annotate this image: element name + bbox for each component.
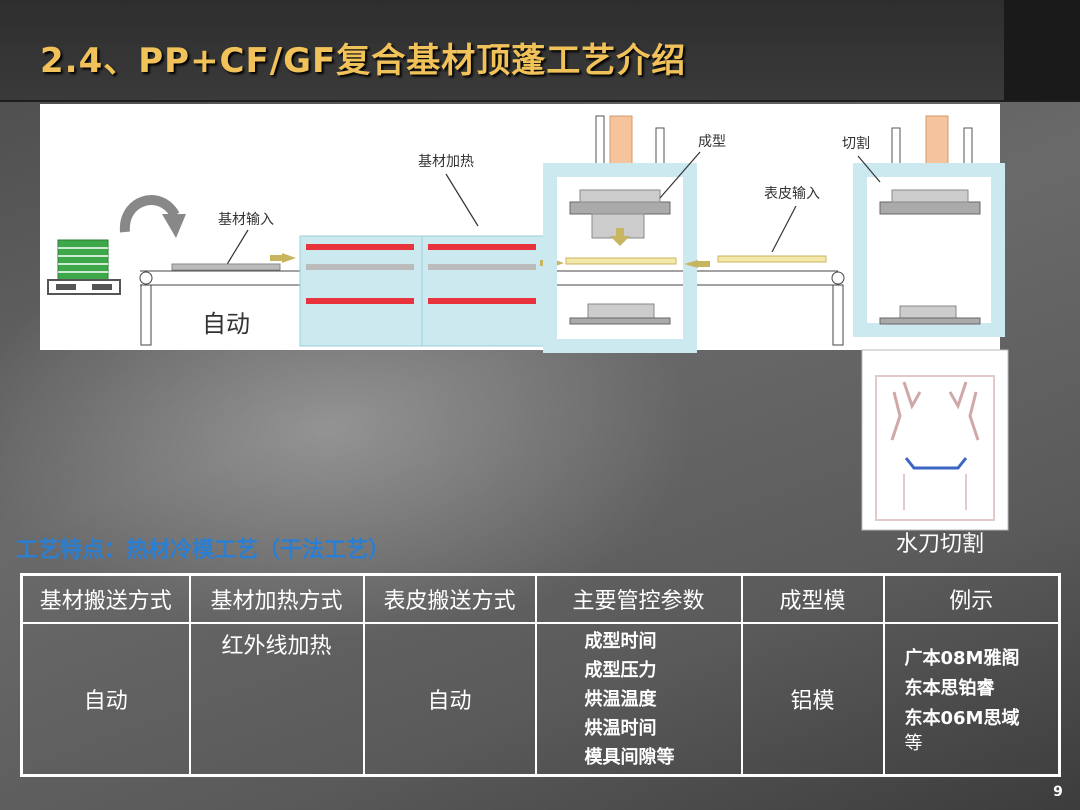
label-waterjet: 水刀切割 [895, 532, 984, 557]
label-cutting: 切割 [842, 135, 870, 152]
skin-sheet [717, 255, 827, 263]
col-params: 主要管控参数 [534, 573, 743, 624]
label-heating: 基材加热 [418, 153, 474, 170]
cutting-station [853, 115, 1005, 337]
label-skin-input: 表皮输入 [764, 186, 820, 202]
col-transport: 基材搬送方式 [20, 573, 191, 624]
title-bar [0, 0, 1080, 102]
forming-press [543, 115, 697, 353]
blank-stack-icon [47, 239, 121, 295]
param-item: 成型时间 [584, 630, 657, 652]
param-item: 烘温时间 [584, 717, 657, 739]
col-mold: 成型模 [740, 573, 885, 624]
col-skin: 表皮搬送方式 [362, 573, 537, 624]
process-diagram: 基材输入 自动 基材加热 成型 [40, 104, 1009, 531]
corner-block [1004, 0, 1080, 100]
cell-skin: 自动 [362, 622, 537, 777]
label-input: 基材输入 [218, 211, 274, 228]
cell-params: 成型时间 成型压力 烘温温度 烘温时间 模具间隙等 [534, 622, 743, 777]
cell-heating: 红外线加热 [188, 622, 365, 777]
cell-examples: 广本08M雅阁 东本思铂睿 东本06M思域 等 [882, 622, 1061, 777]
example-tail: 等 [904, 733, 923, 754]
col-heating: 基材加热方式 [188, 573, 365, 624]
param-item: 成型压力 [584, 659, 657, 681]
arrow-in-icon [282, 253, 296, 263]
table-header-row: 基材搬送方式 基材加热方式 表皮搬送方式 主要管控参数 成型模 例示 [20, 573, 1061, 624]
cell-heating-text: 红外线加热 [221, 634, 332, 659]
input-blank [171, 263, 281, 271]
label-forming: 成型 [698, 134, 726, 150]
example-item: 广本08M雅阁 [904, 648, 1020, 669]
table-row: 自动 红外线加热 自动 成型时间 成型压力 烘温温度 烘温时间 模具间隙等 铝模… [20, 622, 1061, 777]
example-item: 东本06M思域 [904, 708, 1020, 729]
label-auto: 自动 [202, 310, 250, 338]
process-subtitle: 工艺特点：热材冷模工艺（干法工艺） [16, 538, 391, 563]
transfer-arrow-icon [119, 195, 186, 238]
page-number: 9 [1053, 784, 1063, 800]
param-item: 模具间隙等 [584, 746, 675, 768]
heating-oven [299, 235, 545, 347]
slide-title: 2.4、PP+CF/GF复合基材顶蓬工艺介绍 [40, 41, 687, 81]
process-table: 基材搬送方式 基材加热方式 表皮搬送方式 主要管控参数 成型模 例示 自动 红外… [20, 573, 1061, 777]
param-item: 烘温温度 [584, 688, 657, 710]
arrow-skin-icon [684, 260, 698, 268]
example-item: 东本思铂睿 [904, 678, 995, 699]
col-examples: 例示 [882, 573, 1061, 624]
cell-transport: 自动 [20, 622, 191, 777]
waterjet-cell [861, 349, 1009, 531]
cell-mold: 铝模 [740, 622, 885, 777]
